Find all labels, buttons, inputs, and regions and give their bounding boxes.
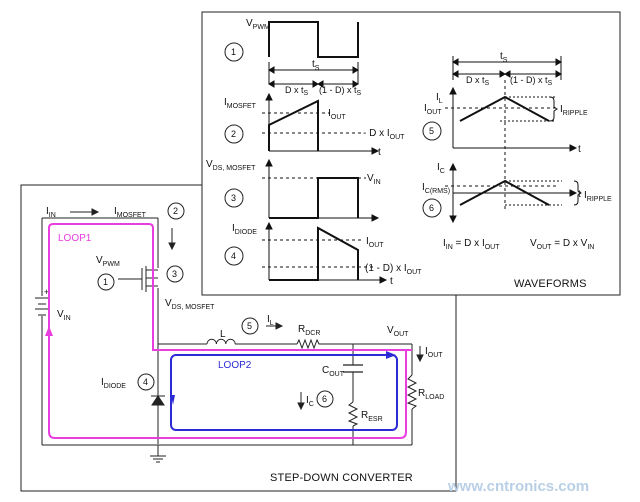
loop1-return: [48, 346, 407, 439]
vds-vin-label: VIN: [367, 173, 381, 186]
waveforms-box: [201, 11, 621, 296]
loop1-path: [48, 223, 412, 351]
ts-dimension: [268, 62, 359, 88]
ic-circuit-label: IC: [306, 395, 314, 408]
wave-il-axes: [449, 86, 578, 152]
imosfet-diout-label: - D x IOUT: [363, 128, 405, 141]
iout-circuit-label: IOUT: [425, 346, 443, 359]
vds-circuit-label: VDS, MOSFET: [165, 298, 215, 311]
equation-vout: VOUT = D x VIN: [530, 238, 594, 251]
marker-1-circuit: 1: [103, 277, 108, 287]
marker-3-wave: 3: [231, 193, 236, 203]
wave-idiode-label: IDIODE: [232, 223, 257, 236]
battery-plus: +: [44, 287, 49, 297]
one-minus-d-ts-right-label: (1 - D) x tS: [510, 75, 553, 87]
battery-symbol: [35, 297, 49, 316]
marker-6-wave: 6: [429, 203, 434, 213]
marker-2-wave: 2: [231, 129, 236, 139]
watermark: www.cntronics.com: [447, 478, 589, 495]
idiode-1d-label: (1 - D) x IOUT: [365, 263, 422, 276]
marker-4-circuit: 4: [143, 377, 148, 387]
loop2-arrow: [171, 395, 175, 405]
marker-5-wave: 5: [429, 126, 434, 136]
idiode-circuit-label: IDIODE: [101, 377, 126, 390]
converter-caption: STEP-DOWN CONVERTER: [270, 472, 413, 484]
ic-ripple-brace: [573, 180, 582, 206]
wave-vpwm-label: VPWM: [246, 18, 270, 31]
iin-label: IIN: [46, 206, 56, 219]
il-ripple-brace: [549, 96, 558, 122]
vpwm-circuit-label: VPWM: [96, 255, 120, 268]
marker-2-circuit: 2: [173, 206, 178, 216]
wave-vds-axes: [265, 158, 380, 222]
waveforms-caption: WAVEFORMS: [514, 278, 587, 290]
il-circuit-label: IL: [267, 314, 274, 327]
il-ripple-label: IRIPPLE: [560, 104, 588, 117]
loop1-label: LOOP1: [58, 233, 92, 244]
marker-5-circuit: 5: [247, 321, 252, 331]
wave-ic-axes: [449, 162, 578, 224]
wave-il-label: IL: [436, 92, 443, 105]
inductor-symbol: [206, 338, 236, 345]
d-ts-label: D x tS: [285, 85, 309, 97]
waveform-markers: [224, 42, 442, 266]
ts-label: tS: [312, 59, 320, 72]
rdcr-label: RDCR: [298, 324, 320, 337]
resr-resistor: [347, 401, 359, 427]
wave-ic-label: IC: [437, 162, 445, 175]
one-minus-d-ts-label: (1 - D) x tS: [319, 85, 362, 97]
il-iout-label: IOUT: [424, 103, 442, 116]
ic-ripple-label: IRIPPLE: [584, 190, 612, 203]
vin-circuit-label: VIN: [57, 309, 71, 322]
rload-resistor: [406, 374, 418, 410]
inductor-label: L: [220, 329, 226, 340]
rdcr-resistor: [296, 338, 321, 350]
circuit-markers: [97, 202, 334, 408]
cout-label: COUT: [322, 365, 345, 378]
marker-6-circuit: 6: [322, 394, 327, 404]
ts-right-label: tS: [500, 51, 508, 64]
loop2-label: LOOP2: [218, 360, 252, 371]
wave-idiode: [269, 226, 359, 281]
marker-3-circuit: 3: [172, 269, 177, 279]
equation-iin: IIN = D x IOUT: [443, 238, 500, 251]
idiode-iout-label: IOUT: [366, 236, 384, 249]
wave-imosfet-label: IMOSFET: [224, 97, 257, 110]
loop2-path: [170, 354, 398, 431]
rload-label: RLOAD: [418, 388, 444, 401]
ic-t-label: t: [578, 189, 581, 200]
d-ts-right-label: D x tS: [466, 75, 490, 87]
cout-capacitor: [343, 364, 363, 373]
imosfet-iout-label: - IOUT: [322, 108, 346, 121]
marker-1-wave: 1: [231, 47, 236, 57]
ic-rms-label: IC(RMS): [422, 182, 450, 195]
resr-label: RESR: [361, 410, 383, 423]
ground-symbol: [150, 455, 166, 463]
diode-symbol: [151, 395, 165, 406]
vout-circuit-label: VOUT: [387, 325, 409, 338]
loop1-arrow: [45, 326, 53, 336]
marker-4-wave: 4: [231, 251, 236, 261]
idiode-t-label: t: [390, 276, 393, 287]
wave-vds-label: VDS, MOSFET: [206, 159, 256, 172]
current-arrows: [70, 208, 424, 411]
il-t-label: t: [578, 144, 581, 155]
loop2-top-arrow: [386, 351, 396, 359]
wave-vpwm: [268, 21, 359, 58]
imosfet-t-label: t: [378, 147, 381, 158]
ts-dimension-right: [452, 56, 562, 80]
imosfet-circuit-label: IMOSFET: [114, 206, 147, 219]
